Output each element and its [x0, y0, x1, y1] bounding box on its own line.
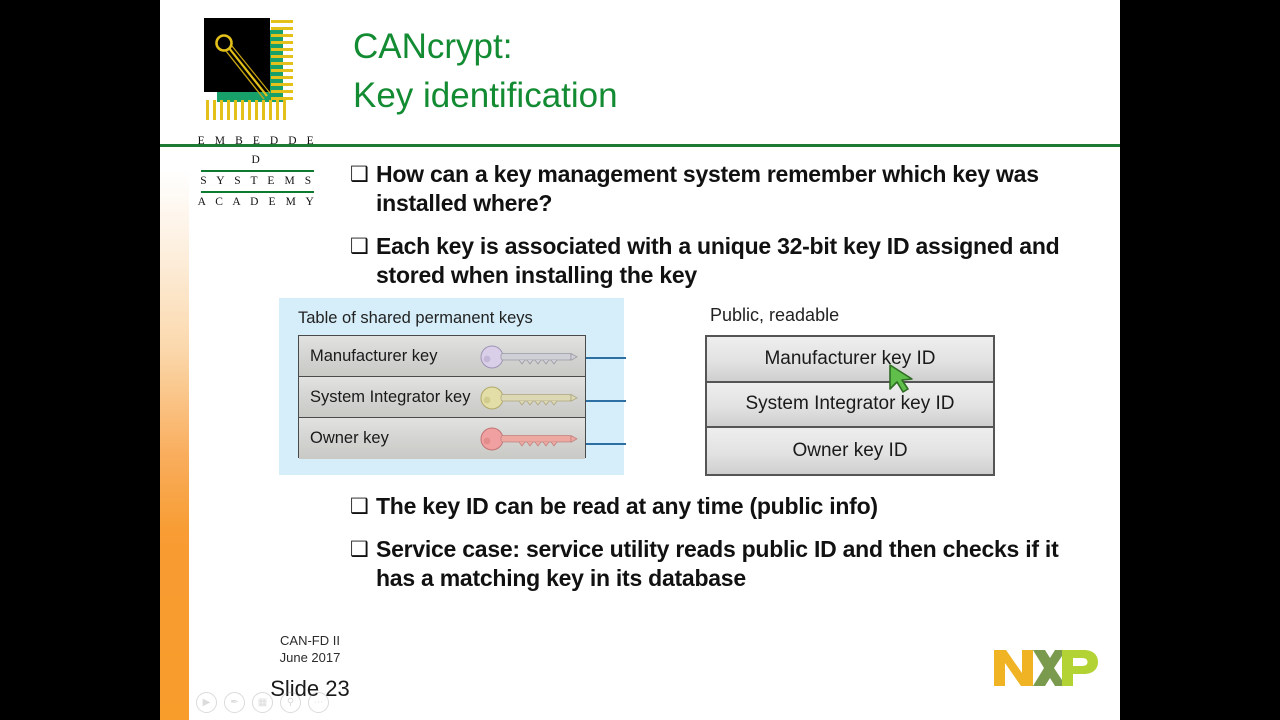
bullet-square-icon: ❑ [350, 494, 369, 518]
row-label: Owner key ID [792, 439, 908, 461]
presenter-controls-bar[interactable]: ▶ ✒ ▦ ⚲ ⋯ [196, 692, 329, 713]
bullet-text: Each key is associated with a unique 32-… [376, 233, 1060, 288]
pointer-options-button[interactable]: ▶ [196, 692, 217, 713]
public-key-id-table: Manufacturer key ID System Integrator ke… [705, 335, 995, 476]
bullet-text: How can a key management system remember… [376, 161, 1039, 216]
bullet-text: The key ID can be read at any time (publ… [376, 493, 878, 519]
key-identification-diagram: Table of shared permanent keys Manufactu… [160, 295, 1120, 485]
bullet-list-top: ❑ How can a key management system rememb… [350, 160, 1080, 304]
more-options-button[interactable]: ⋯ [308, 692, 329, 713]
sidebar-accent-bar [160, 170, 189, 720]
bullet-square-icon: ❑ [350, 234, 369, 258]
shared-keys-table: Manufacturer key System Integrator key [298, 335, 586, 459]
chip-pins-bottom [206, 100, 286, 120]
title-line-2: Key identification [353, 76, 618, 115]
header-divider-rule [160, 144, 1120, 147]
logo-word-embedded: E M B E D D E D [197, 135, 318, 166]
key-icon [480, 386, 578, 410]
row-label: System Integrator key ID [745, 393, 955, 415]
connector-line-1 [586, 357, 626, 359]
table-row[interactable]: Owner key [299, 418, 585, 459]
row-label: Manufacturer key ID [764, 347, 936, 369]
footer-date: June 2017 [279, 650, 341, 665]
row-label: Owner key [310, 429, 389, 447]
footer-metadata: CAN-FD II June 2017 [230, 632, 390, 666]
chip-pins-right [271, 20, 293, 102]
logo-word-academy: A C A D E M Y [197, 196, 318, 208]
bullet-square-icon: ❑ [350, 162, 369, 186]
green-pointer-cursor-icon [889, 364, 913, 393]
key-icon [480, 427, 578, 451]
logo-rule-2 [201, 191, 314, 193]
row-label: System Integrator key [310, 387, 471, 406]
row-label: Manufacturer key [310, 346, 438, 365]
bullet-item: ❑ How can a key management system rememb… [350, 160, 1080, 218]
bullet-square-icon: ❑ [350, 537, 369, 561]
shared-keys-caption: Table of shared permanent keys [298, 309, 533, 327]
table-row[interactable]: Manufacturer key [299, 336, 585, 377]
bullet-item: ❑ The key ID can be read at any time (pu… [350, 492, 1080, 521]
bullet-item: ❑ Each key is associated with a unique 3… [350, 232, 1080, 290]
esacademy-logo: E M B E D D E D S Y S T E M S A C A D E … [195, 12, 325, 208]
logo-key-icon [215, 34, 271, 100]
bullet-text: Service case: service utility reads publ… [376, 536, 1059, 591]
embedded-chip-key-logo-icon [195, 12, 295, 120]
title-line-1: CANcrypt: [353, 27, 513, 66]
slide-title: CANcrypt: Key identification [353, 22, 1053, 120]
key-icon [480, 345, 578, 369]
bullet-item: ❑ Service case: service utility reads pu… [350, 535, 1080, 593]
footer-event-name: CAN-FD II [280, 633, 340, 648]
logo-rule-1 [201, 170, 314, 172]
public-readable-caption: Public, readable [710, 305, 840, 325]
zoom-button[interactable]: ⚲ [280, 692, 301, 713]
table-row[interactable]: Manufacturer key ID [707, 337, 993, 383]
table-row[interactable]: System Integrator key ID [707, 382, 993, 428]
bullet-list-bottom: ❑ The key ID can be read at any time (pu… [350, 492, 1080, 607]
logo-word-systems: S Y S T E M S [200, 175, 315, 187]
table-row[interactable]: System Integrator key [299, 377, 585, 418]
connector-line-3 [586, 443, 626, 445]
table-row[interactable]: Owner key ID [707, 428, 993, 474]
connector-line-2 [586, 400, 626, 402]
pen-tool-button[interactable]: ✒ [224, 692, 245, 713]
all-slides-button[interactable]: ▦ [252, 692, 273, 713]
presentation-slide: E M B E D D E D S Y S T E M S A C A D E … [160, 0, 1120, 720]
nxp-logo-icon [994, 650, 1098, 686]
